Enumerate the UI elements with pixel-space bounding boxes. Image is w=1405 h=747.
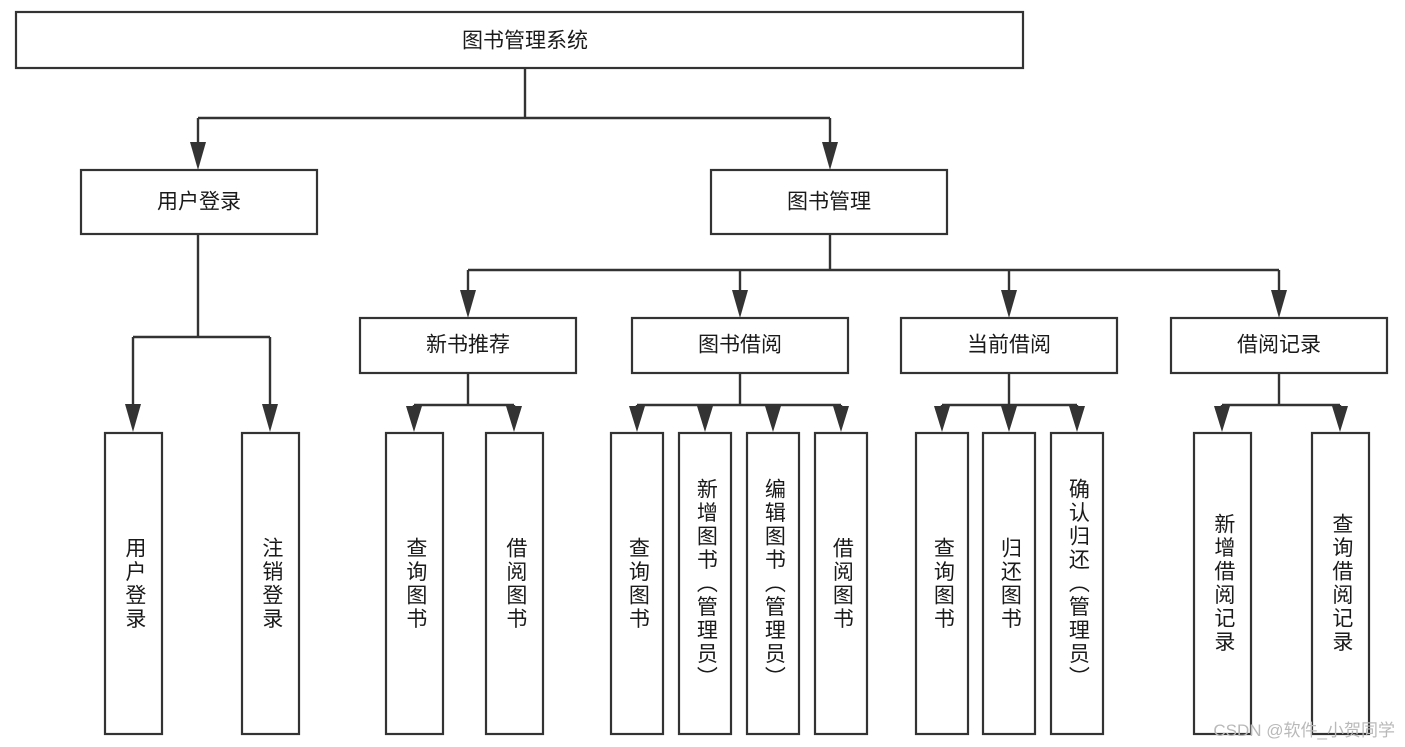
leaf-boxes-book-borrow — [609, 431, 869, 736]
arrowhead-leaf-borrow-book-1 — [506, 406, 522, 432]
leaf-add-record-box[interactable] — [1192, 431, 1253, 736]
node-book-borrow-box[interactable] — [630, 316, 850, 375]
leaf-borrow-book-2-box[interactable] — [813, 431, 869, 736]
arrowhead-leaf-edit-book — [765, 406, 781, 432]
node-borrow-record-box[interactable] — [1169, 316, 1389, 375]
arrowhead-current-borrow — [1001, 290, 1017, 318]
node-book-manage[interactable]: 图书管理 — [709, 168, 949, 236]
arrowhead-new-book-recommend — [460, 290, 476, 318]
node-new-book-recommend-box[interactable] — [358, 316, 578, 375]
node-user-login-box[interactable] — [79, 168, 319, 236]
node-current-borrow-box[interactable] — [899, 316, 1119, 375]
node-current-borrow-label: 当前借阅 — [967, 334, 1051, 357]
node-borrow-record[interactable]: 借阅记录 — [1169, 316, 1389, 375]
node-root-label: 图书管理系统 — [462, 30, 588, 53]
node-root-box[interactable] — [14, 10, 1025, 70]
leaf-borrow-book-1-box[interactable] — [484, 431, 545, 736]
arrowhead-leaf-query-book-3 — [934, 406, 950, 432]
node-user-login-label: 用户登录 — [157, 191, 241, 214]
arrowhead-book-manage — [822, 142, 838, 170]
node-user-login[interactable]: 用户登录 — [79, 168, 319, 236]
arrowhead-leaf-query-record — [1332, 406, 1348, 432]
leaf-query-book-1-box[interactable] — [384, 431, 445, 736]
arrowhead-leaf-add-record — [1214, 406, 1230, 432]
connector-group-borrow-record — [1214, 373, 1348, 432]
connector-group-root — [190, 68, 838, 170]
node-borrow-record-label: 借阅记录 — [1237, 334, 1321, 357]
connector-group-current-borrow — [934, 373, 1085, 432]
leaf-confirm-return-box[interactable] — [1049, 431, 1105, 736]
arrowhead-leaf-query-book-2 — [629, 406, 645, 432]
leaf-boxes-user-login — [103, 431, 301, 736]
leaf-edit-book-box[interactable] — [745, 431, 801, 736]
leaf-return-book-box[interactable] — [981, 431, 1037, 736]
arrowhead-leaf-return-book — [1001, 406, 1017, 432]
arrowhead-leaf-borrow-book-2 — [833, 406, 849, 432]
arrowhead-leaf-user-login — [125, 404, 141, 432]
leaf-query-record-box[interactable] — [1310, 431, 1371, 736]
arrowhead-leaf-query-book-1 — [406, 406, 422, 432]
arrowhead-leaf-add-book — [697, 406, 713, 432]
node-book-borrow-label: 图书借阅 — [698, 334, 782, 357]
connector-group-book-borrow — [629, 373, 849, 432]
leaf-logout-login-box[interactable] — [240, 431, 301, 736]
arrowhead-user-login — [190, 142, 206, 170]
leaf-query-book-3-box[interactable] — [914, 431, 970, 736]
node-current-borrow[interactable]: 当前借阅 — [899, 316, 1119, 375]
arrowhead-leaf-confirm-return — [1069, 406, 1085, 432]
watermark-text: CSDN @软件_小贺同学 — [1213, 721, 1395, 740]
node-book-manage-label: 图书管理 — [787, 191, 871, 214]
arrowhead-book-borrow — [732, 290, 748, 318]
node-book-manage-box[interactable] — [709, 168, 949, 236]
leaf-user-login-box[interactable] — [103, 431, 164, 736]
leaf-add-book-box[interactable] — [677, 431, 733, 736]
node-new-book-recommend[interactable]: 新书推荐 — [358, 316, 578, 375]
connector-group-book-manage — [460, 234, 1287, 318]
node-new-book-recommend-label: 新书推荐 — [426, 334, 510, 357]
leaf-query-book-2-box[interactable] — [609, 431, 665, 736]
node-book-borrow[interactable]: 图书借阅 — [630, 316, 850, 375]
leaf-boxes-borrow-record — [1192, 431, 1371, 736]
leaf-boxes-new-book-recommend — [384, 431, 545, 736]
connector-group-new-book-recommend — [406, 373, 522, 432]
leaf-boxes-current-borrow — [914, 431, 1105, 736]
connector-group-user-login — [125, 234, 278, 432]
arrowhead-borrow-record — [1271, 290, 1287, 318]
node-root[interactable]: 图书管理系统 — [14, 10, 1025, 70]
arrowhead-leaf-logout-login — [262, 404, 278, 432]
